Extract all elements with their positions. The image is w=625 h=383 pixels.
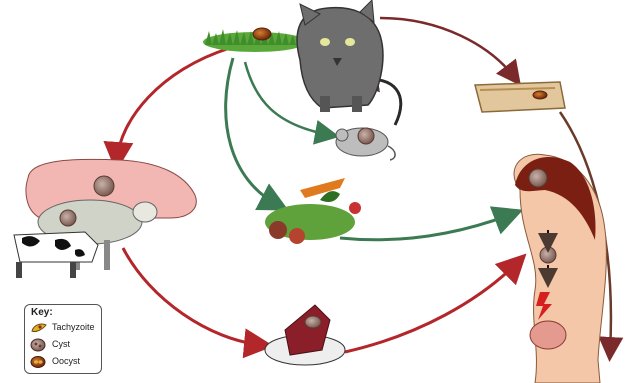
key-item-cyst: Cyst xyxy=(52,339,70,349)
arrow-grass-to-livestock xyxy=(117,48,230,160)
mouse xyxy=(336,128,395,160)
oocyst-icon xyxy=(30,355,46,369)
cat xyxy=(297,0,383,112)
grass-patch xyxy=(203,28,307,52)
key-title: Key: xyxy=(31,307,53,318)
meat-on-plate xyxy=(265,305,345,365)
key-item-oocyst: Oocyst xyxy=(52,356,80,366)
arrow-meat-to-human xyxy=(345,262,518,352)
tachyzoite-icon xyxy=(30,322,48,334)
pregnant-woman xyxy=(514,154,606,383)
cyst-icon xyxy=(30,338,46,352)
vegetables xyxy=(265,178,361,244)
litter-box xyxy=(475,82,565,112)
arrow-vegetables-to-human xyxy=(340,214,512,240)
key-item-tachyzoite: Tachyzoite xyxy=(52,322,95,332)
cow xyxy=(14,232,98,278)
key-legend: Key: Tachyzoite Cyst Oocyst xyxy=(24,304,102,374)
arrow-cat-to-litterbox xyxy=(380,18,515,78)
arrow-livestock-to-meat xyxy=(123,248,262,345)
